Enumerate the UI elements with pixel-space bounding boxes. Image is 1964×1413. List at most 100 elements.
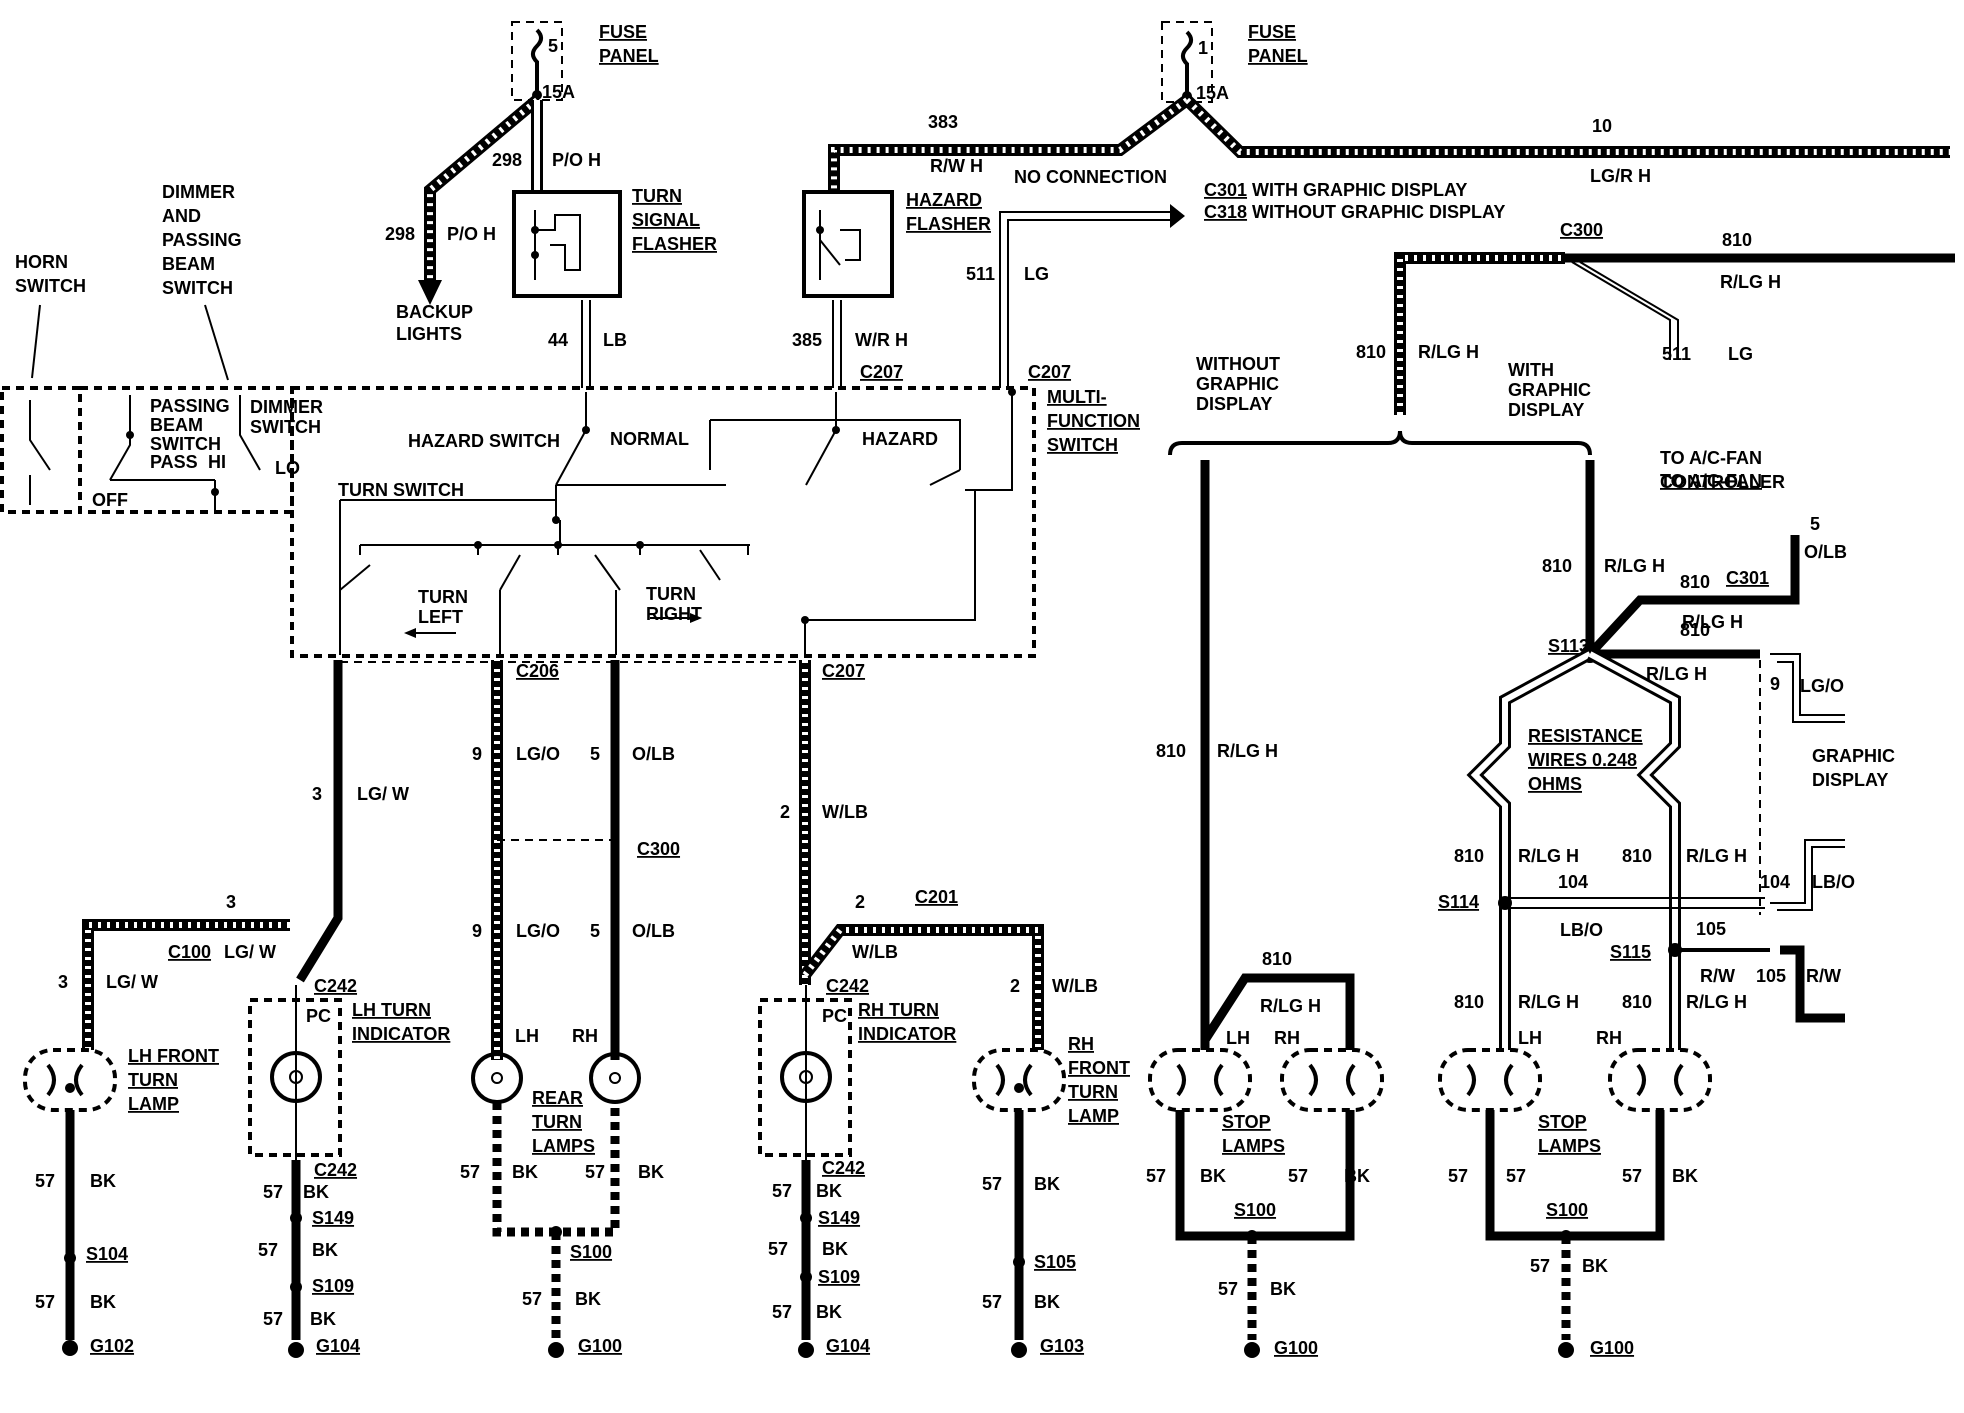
svg-text:G100: G100: [578, 1336, 622, 1356]
svg-text:57: 57: [1288, 1166, 1308, 1186]
svg-text:BK: BK: [1034, 1174, 1060, 1194]
svg-text:383: 383: [928, 112, 958, 132]
svg-text:2: 2: [855, 892, 865, 912]
svg-text:LH: LH: [1518, 1028, 1542, 1048]
svg-text:C207: C207: [822, 661, 865, 681]
svg-text:LAMPS: LAMPS: [1222, 1136, 1285, 1156]
wire-2-wlb: 2 W/LB C207 2 C201 W/LB 2 W/LB: [780, 660, 1098, 1050]
svg-text:TURN: TURN: [1068, 1082, 1118, 1102]
svg-text:S105: S105: [1034, 1252, 1076, 1272]
svg-text:298: 298: [385, 224, 415, 244]
svg-text:3: 3: [58, 972, 68, 992]
svg-text:HORN: HORN: [15, 252, 68, 272]
stop-lamps-with-graphic: LH RH STOP LAMPS 57 57 57 BK S100 57 BK …: [1438, 1028, 1712, 1358]
svg-text:SWITCH: SWITCH: [162, 278, 233, 298]
svg-text:W/LB: W/LB: [852, 942, 898, 962]
svg-text:LH: LH: [1226, 1028, 1250, 1048]
svg-text:104: 104: [1760, 872, 1790, 892]
svg-text:810: 810: [1622, 846, 1652, 866]
svg-text:G104: G104: [826, 1336, 870, 1356]
svg-text:BK: BK: [1672, 1166, 1698, 1186]
svg-text:R/LG H: R/LG H: [1518, 992, 1579, 1012]
svg-text:57: 57: [35, 1171, 55, 1191]
svg-text:LEFT: LEFT: [418, 607, 463, 627]
svg-text:810: 810: [1454, 992, 1484, 1012]
svg-text:S100: S100: [570, 1242, 612, 1262]
svg-text:R/LG H: R/LG H: [1686, 992, 1747, 1012]
svg-text:BK: BK: [1034, 1292, 1060, 1312]
svg-text:G102: G102: [90, 1336, 134, 1356]
svg-text:R/W: R/W: [1806, 966, 1841, 986]
svg-text:810: 810: [1680, 572, 1710, 592]
svg-text:W/R H: W/R H: [855, 330, 908, 350]
svg-text:TURN: TURN: [532, 1112, 582, 1132]
svg-text:BK: BK: [90, 1292, 116, 1312]
svg-text:RH: RH: [572, 1026, 598, 1046]
svg-text:MULTI-: MULTI-: [1047, 387, 1107, 407]
svg-text:PANEL: PANEL: [1248, 46, 1308, 66]
svg-text:NORMAL: NORMAL: [610, 429, 689, 449]
svg-text:BK: BK: [303, 1182, 329, 1202]
svg-text:STOP: STOP: [1538, 1112, 1587, 1132]
svg-text:DISPLAY: DISPLAY: [1196, 394, 1272, 414]
svg-text:C206: C206: [516, 661, 559, 681]
svg-text:S100: S100: [1234, 1200, 1276, 1220]
svg-text:RH: RH: [1068, 1034, 1094, 1054]
svg-text:BK: BK: [816, 1181, 842, 1201]
svg-text:R/LG H: R/LG H: [1686, 846, 1747, 866]
svg-text:5: 5: [590, 921, 600, 941]
svg-text:C318 WITHOUT GRAPHIC DISPLAY: C318 WITHOUT GRAPHIC DISPLAY: [1204, 202, 1505, 222]
svg-text:W/LB: W/LB: [1052, 976, 1098, 996]
svg-text:P/O H: P/O H: [447, 224, 496, 244]
svg-text:S109: S109: [818, 1267, 860, 1287]
svg-text:FRONT: FRONT: [1068, 1058, 1130, 1078]
multi-function-switch: MULTI- FUNCTION SWITCH HAZARD SWITCH NOR…: [290, 386, 1140, 658]
svg-text:57: 57: [1448, 1166, 1468, 1186]
wire-511: 511 LG NO CONNECTION C301 WITH GRAPHIC D…: [966, 167, 1505, 388]
svg-text:LG/O: LG/O: [1800, 676, 1844, 696]
svg-text:TO A/C-FAN: TO A/C-FAN: [1660, 471, 1762, 491]
svg-text:LAMP: LAMP: [128, 1094, 179, 1114]
ground-g104-left: C242 57 BK S149 57 BK S109 57 BK G104: [258, 1160, 360, 1358]
svg-text:G104: G104: [316, 1336, 360, 1356]
svg-text:57: 57: [522, 1289, 542, 1309]
svg-text:57: 57: [982, 1174, 1002, 1194]
svg-text:LG/ W: LG/ W: [106, 972, 158, 992]
svg-text:SWITCH: SWITCH: [15, 276, 86, 296]
svg-text:LIGHTS: LIGHTS: [396, 324, 462, 344]
svg-text:PASS: PASS: [150, 452, 198, 472]
svg-text:FUSE: FUSE: [1248, 22, 1296, 42]
svg-text:810: 810: [1622, 992, 1652, 1012]
svg-text:BK: BK: [816, 1302, 842, 1322]
svg-text:57: 57: [768, 1239, 788, 1259]
svg-text:BEAM: BEAM: [150, 415, 203, 435]
svg-text:WITHOUT: WITHOUT: [1196, 354, 1280, 374]
svg-text:810: 810: [1262, 949, 1292, 969]
svg-text:C242: C242: [822, 1158, 865, 1178]
svg-text:C301: C301: [1726, 568, 1769, 588]
svg-text:LG/R H: LG/R H: [1590, 166, 1651, 186]
svg-text:OFF: OFF: [92, 490, 128, 510]
svg-text:HI: HI: [208, 452, 226, 472]
hazard-flasher: HAZARD FLASHER: [802, 190, 991, 298]
svg-text:HAZARD SWITCH: HAZARD SWITCH: [408, 431, 560, 451]
svg-text:2: 2: [780, 802, 790, 822]
svg-text:LG: LG: [1728, 344, 1753, 364]
svg-text:385: 385: [792, 330, 822, 350]
svg-text:BK: BK: [638, 1162, 664, 1182]
svg-text:104: 104: [1558, 872, 1588, 892]
svg-text:298: 298: [492, 150, 522, 170]
wire-5-olb: 5 O/LB 5 O/LB C206 C300: [340, 660, 800, 1060]
svg-text:P/O H: P/O H: [552, 150, 601, 170]
svg-text:C242: C242: [314, 1160, 357, 1180]
svg-text:DIMMER: DIMMER: [250, 397, 323, 417]
svg-text:STOP: STOP: [1222, 1112, 1271, 1132]
svg-text:WITH: WITH: [1508, 360, 1554, 380]
svg-text:O/LB: O/LB: [632, 921, 675, 941]
svg-text:FUNCTION: FUNCTION: [1047, 411, 1140, 431]
svg-text:C207: C207: [860, 362, 903, 382]
svg-text:LG: LG: [1024, 264, 1049, 284]
stop-lamps-without-graphic: LH RH STOP LAMPS 57 BK 57 BK S100 57 BK …: [1146, 1028, 1384, 1358]
svg-text:G100: G100: [1590, 1338, 1634, 1358]
ground-g102: 57 BK S104 57 BK G102: [35, 1110, 134, 1356]
